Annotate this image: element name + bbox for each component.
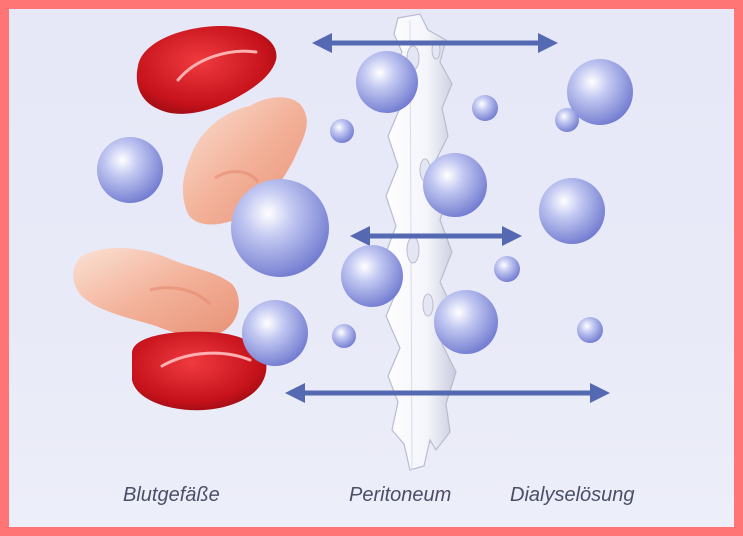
molecule [231,179,329,277]
molecule [356,51,418,113]
molecule [555,108,579,132]
molecule [472,95,498,121]
label-peritoneum: Peritoneum [349,484,451,507]
molecule [330,119,354,143]
molecule [242,300,308,366]
molecule [539,178,605,244]
label-dialysis-solution: Dialyselösung [510,484,635,507]
molecule [423,153,487,217]
molecule [332,324,356,348]
molecule [434,290,498,354]
red-blood-cell-top [137,26,277,114]
molecule [577,317,603,343]
tissue-cell-lower [73,248,239,337]
molecule [494,256,520,282]
label-blood-vessels: Blutgefäße [123,484,220,507]
molecule [97,137,163,203]
molecule [341,245,403,307]
